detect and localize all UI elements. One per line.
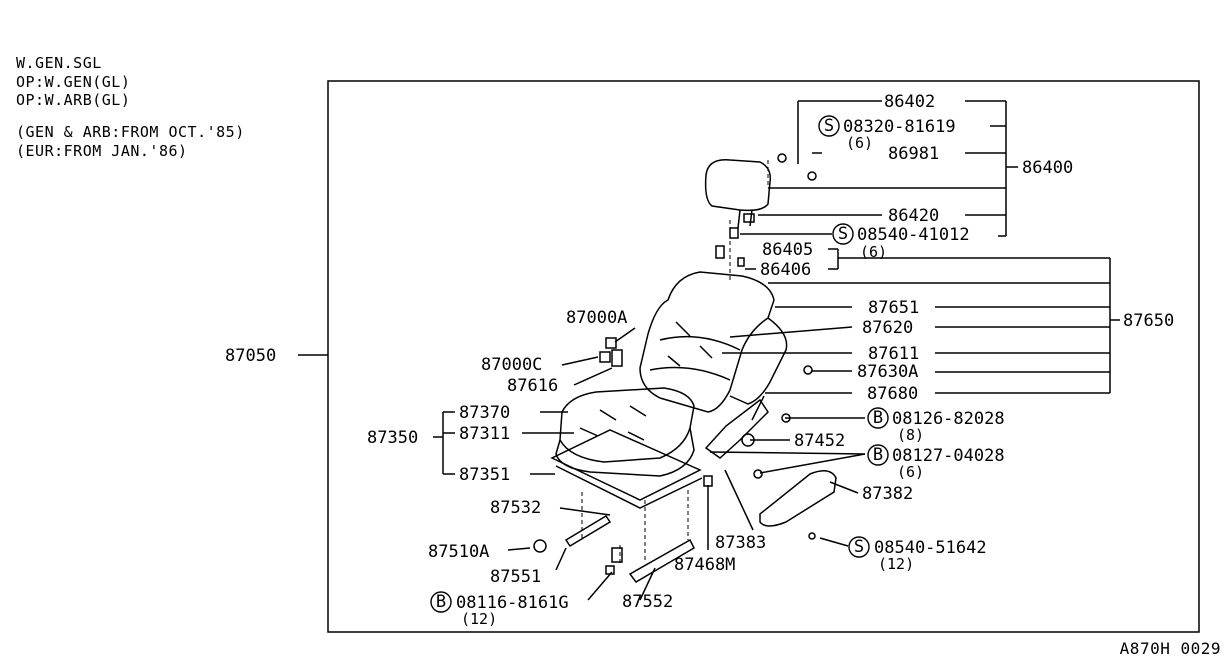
part-87620: 87620 <box>862 318 913 338</box>
model-note-2: OP:W.GEN(GL) <box>16 73 131 91</box>
part-87630A: 87630A <box>857 362 918 382</box>
leader-lines <box>298 100 1120 601</box>
symbol-letters: S S B B S B <box>436 116 883 612</box>
part-87050: 87050 <box>225 346 276 366</box>
part-87616: 87616 <box>507 376 558 396</box>
seat-frame <box>550 429 702 501</box>
seat-back <box>639 271 775 413</box>
part-86406: 86406 <box>760 260 811 280</box>
screw-letter: S <box>824 116 834 136</box>
bolt-symbol-3 <box>430 591 452 613</box>
bolt-symbol-2 <box>867 444 889 466</box>
slide-rail-right <box>628 538 695 583</box>
part-87370: 87370 <box>459 403 510 423</box>
part-87532: 87532 <box>490 498 541 518</box>
side-cover <box>759 470 837 527</box>
screw-symbol-2 <box>832 223 854 245</box>
part-drawings <box>533 153 837 583</box>
part-87651: 87651 <box>868 298 919 318</box>
part-08116-8161G: 08116-8161G <box>456 593 569 613</box>
part-08540-41012: 08540-41012 <box>857 225 970 245</box>
qty-08116: (12) <box>461 610 497 628</box>
part-87351: 87351 <box>459 465 510 485</box>
diagram-frame <box>327 80 1200 633</box>
part-87452: 87452 <box>794 431 845 451</box>
part-86402: 86402 <box>884 92 935 112</box>
part-08540-51642: 08540-51642 <box>874 538 987 558</box>
bolt-letter: B <box>436 592 446 612</box>
part-87000A: 87000A <box>566 308 627 328</box>
part-87000C: 87000C <box>481 355 542 375</box>
qty-86405: (6) <box>860 243 887 261</box>
part-87551: 87551 <box>490 567 541 587</box>
part-86400: 86400 <box>1022 158 1073 178</box>
part-08127-04028: 08127-04028 <box>892 446 1005 466</box>
bolt-letter: B <box>873 445 883 465</box>
part-86981: 86981 <box>888 144 939 164</box>
part-86405: 86405 <box>762 240 813 260</box>
part-87650: 87650 <box>1123 311 1174 331</box>
part-87680: 87680 <box>867 384 918 404</box>
model-note-5: (EUR:FROM JAN.'86) <box>16 142 188 160</box>
part-08320-81619: 08320-81619 <box>843 117 956 137</box>
qty-08127: (6) <box>897 463 924 481</box>
model-note-4: (GEN & ARB:FROM OCT.'85) <box>16 123 245 141</box>
part-87468M: 87468M <box>674 555 735 575</box>
headrest <box>704 159 772 212</box>
model-note-3: OP:W.ARB(GL) <box>16 91 131 109</box>
qty-08320: (6) <box>846 134 873 152</box>
qty-08126: (8) <box>897 426 924 444</box>
part-87510A: 87510A <box>428 542 489 562</box>
bolt-symbol-1 <box>867 407 889 429</box>
symbol-circles <box>430 115 889 613</box>
screw-letter: S <box>838 224 848 244</box>
part-labels: 86402 08320-81619 (6) 86981 86400 86420 … <box>225 92 1174 628</box>
screw-symbol-1 <box>818 115 840 137</box>
slide-rail-left <box>564 514 612 548</box>
part-87611: 87611 <box>868 344 919 364</box>
bolt-letter: B <box>873 408 883 428</box>
seat-cushion <box>559 387 695 463</box>
diagram-reference-number: A870H 0029 <box>1119 639 1221 658</box>
part-87382: 87382 <box>862 484 913 504</box>
qty-08540-51642: (12) <box>878 555 914 573</box>
screw-symbol-3 <box>848 536 870 558</box>
screw-letter: S <box>854 537 864 557</box>
part-87552: 87552 <box>622 592 673 612</box>
part-86420: 86420 <box>888 206 939 226</box>
part-87311: 87311 <box>459 424 510 444</box>
part-87350: 87350 <box>367 428 418 448</box>
part-87383: 87383 <box>715 533 766 553</box>
model-note-1: W.GEN.SGL <box>16 54 102 72</box>
part-08126-82028: 08126-82028 <box>892 409 1005 429</box>
